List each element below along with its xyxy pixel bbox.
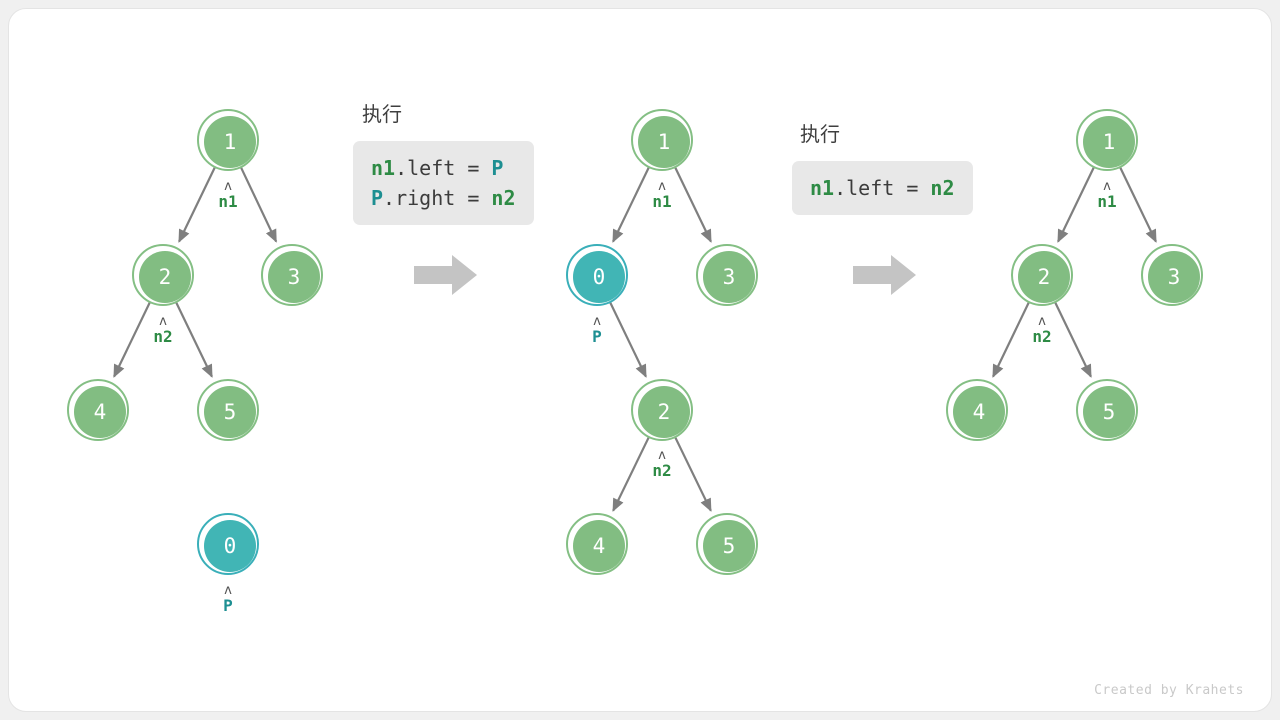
code-token: n2 (930, 176, 955, 200)
tree-node-value: 3 (703, 251, 755, 303)
tree-node-value: 1 (638, 116, 690, 168)
tree-node-4[interactable]: 4 (67, 379, 129, 441)
code-line: n1.left = n2 (810, 173, 955, 203)
code-token: .left = (395, 156, 492, 180)
code-token: n1 (810, 176, 835, 200)
transition-arrow-2 (853, 253, 917, 302)
tree-node-value: 1 (204, 116, 256, 168)
pointer-name: P (223, 596, 233, 615)
tree-node-5[interactable]: 5 (1076, 379, 1138, 441)
step-title-1: 执行 (362, 102, 402, 126)
pointer-name: n2 (652, 461, 672, 480)
caret-icon: ʌ (593, 314, 601, 329)
tree-node-0[interactable]: 0 (566, 244, 628, 306)
tree-node-0[interactable]: 0 (197, 513, 259, 575)
tree-node-4[interactable]: 4 (566, 513, 628, 575)
step-title-2: 执行 (800, 122, 840, 146)
tree-node-value: 5 (703, 520, 755, 572)
tree-node-value: 1 (1083, 116, 1135, 168)
tree-node-value: 2 (139, 251, 191, 303)
caret-icon: ʌ (1038, 314, 1046, 329)
tree-node-2[interactable]: 2 (631, 379, 693, 441)
tree-node-2[interactable]: 2 (132, 244, 194, 306)
tree-node-value: 0 (573, 251, 625, 303)
code-token: n1 (371, 156, 396, 180)
tree-node-value: 2 (1018, 251, 1070, 303)
caret-icon: ʌ (224, 179, 232, 194)
tree-node-value: 4 (953, 386, 1005, 438)
tree-node-2[interactable]: 2 (1011, 244, 1073, 306)
tree-node-value: 3 (268, 251, 320, 303)
code-block-2: n1.left = n2 (792, 161, 973, 215)
transition-arrow-1 (414, 253, 478, 302)
code-token: .right = (383, 186, 492, 210)
tree-node-3[interactable]: 3 (261, 244, 323, 306)
tree-node-value: 5 (204, 386, 256, 438)
pointer-name: n2 (153, 327, 173, 346)
tree-node-3[interactable]: 3 (696, 244, 758, 306)
credit-text: Created by Krahets (1094, 683, 1244, 698)
tree-node-value: 2 (638, 386, 690, 438)
tree-node-value: 3 (1148, 251, 1200, 303)
tree-node-4[interactable]: 4 (946, 379, 1008, 441)
tree-node-5[interactable]: 5 (696, 513, 758, 575)
pointer-name: n1 (218, 192, 238, 211)
caret-icon: ʌ (224, 583, 232, 598)
code-line: P.right = n2 (371, 183, 516, 213)
tree-node-3[interactable]: 3 (1141, 244, 1203, 306)
pointer-name: P (592, 327, 602, 346)
tree-node-1[interactable]: 1 (631, 109, 693, 171)
caret-icon: ʌ (1103, 179, 1111, 194)
pointer-name: n2 (1032, 327, 1052, 346)
tree-node-1[interactable]: 1 (197, 109, 259, 171)
tree-node-value: 5 (1083, 386, 1135, 438)
tree-node-value: 0 (204, 520, 256, 572)
code-token: P (491, 156, 504, 180)
tree-node-value: 4 (573, 520, 625, 572)
code-line: n1.left = P (371, 153, 516, 183)
pointer-name: n1 (1097, 192, 1117, 211)
caret-icon: ʌ (159, 314, 167, 329)
tree-node-value: 4 (74, 386, 126, 438)
code-token: P (371, 186, 384, 210)
caret-icon: ʌ (658, 179, 666, 194)
tree-node-1[interactable]: 1 (1076, 109, 1138, 171)
caret-icon: ʌ (658, 448, 666, 463)
code-token: n2 (491, 186, 516, 210)
pointer-name: n1 (652, 192, 672, 211)
tree-node-5[interactable]: 5 (197, 379, 259, 441)
code-token: .left = (834, 176, 931, 200)
